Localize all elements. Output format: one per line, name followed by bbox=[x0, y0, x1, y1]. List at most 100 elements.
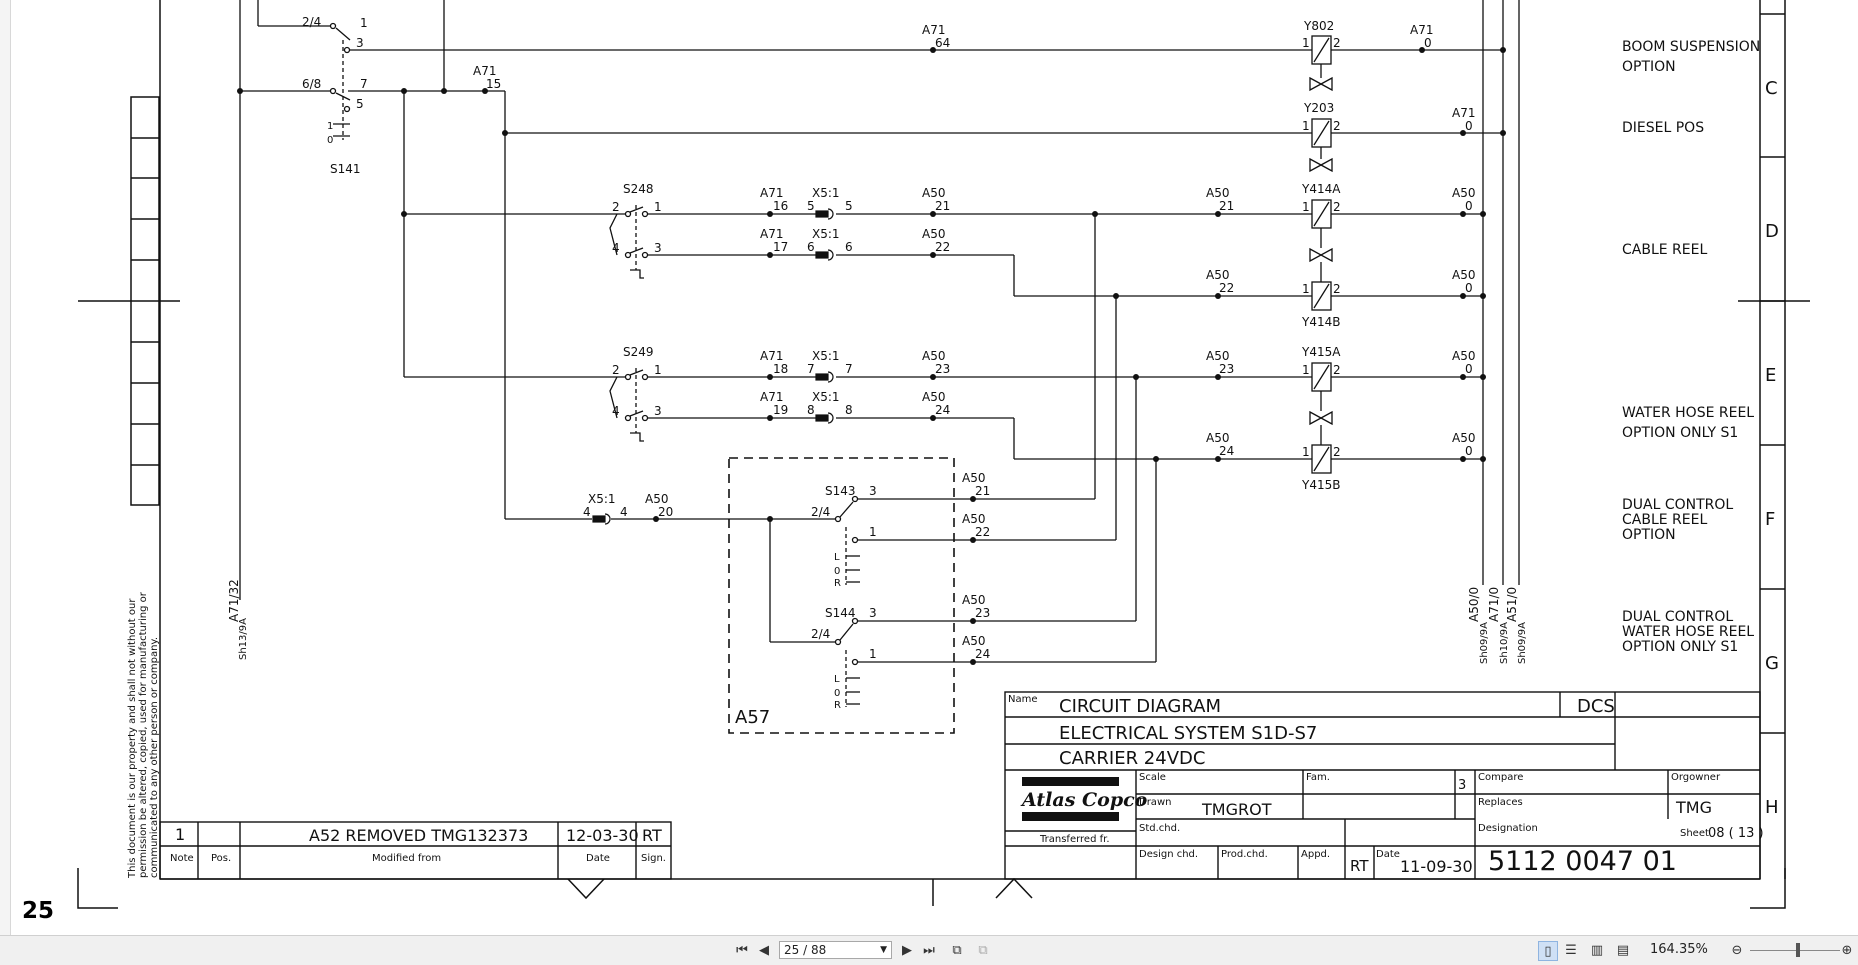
tb-drawn-value: TMGROT bbox=[1201, 800, 1272, 819]
tb-name-label: Name bbox=[1008, 694, 1038, 705]
tb-dcs: DCS bbox=[1577, 696, 1615, 717]
s143-pin-3: 3 bbox=[869, 484, 877, 498]
wire-a71-0-diesel-tag: A71 bbox=[1452, 106, 1475, 120]
wire-a71-16-tag: A71 bbox=[760, 186, 783, 200]
last-page-icon[interactable]: ⏭ bbox=[923, 942, 935, 958]
zoom-in-icon[interactable]: ⊕ bbox=[1841, 942, 1853, 958]
atlas-copco-logo: Atlas Copco bbox=[1020, 777, 1148, 821]
desc-boom-1: BOOM SUSPENSION bbox=[1622, 39, 1760, 55]
tb-title-1: CIRCUIT DIAGRAM bbox=[1059, 696, 1221, 717]
wire-a50-0-e3-number: 0 bbox=[1465, 444, 1473, 458]
row-letter-g: G bbox=[1765, 653, 1779, 674]
revision-note: 1 bbox=[175, 825, 185, 844]
wire-a50-21-tag: A50 bbox=[922, 186, 945, 200]
x51-label-8: X5:1 bbox=[812, 390, 840, 404]
single-page-view-icon[interactable]: ▯ bbox=[1538, 941, 1558, 961]
desc-dual-cable-2: CABLE REEL bbox=[1622, 512, 1707, 528]
tb-scale-label: Scale bbox=[1139, 772, 1166, 783]
page-number-field[interactable]: 25 / 88 ▼ bbox=[779, 941, 892, 959]
ref-sh13: Sh13/9A bbox=[238, 618, 249, 660]
x51-label-4: X5:1 bbox=[588, 492, 616, 506]
ref-sh09-b: Sh09/9A bbox=[1517, 622, 1528, 664]
s143-pos-l: L bbox=[834, 552, 840, 563]
continuous-view-icon[interactable]: ☰ bbox=[1565, 942, 1577, 958]
a57-out-22-number: 22 bbox=[975, 525, 990, 539]
left-panel-edge bbox=[0, 0, 11, 935]
revision-modified: A52 REMOVED TMG132373 bbox=[309, 826, 528, 845]
tb-title-2: ELECTRICAL SYSTEM S1D-S7 bbox=[1059, 723, 1317, 744]
wire-a50-21-number: 21 bbox=[935, 199, 950, 213]
s144-pin-1: 1 bbox=[869, 647, 877, 661]
s248-label: S248 bbox=[623, 182, 654, 196]
first-page-icon[interactable]: ⏮ bbox=[736, 942, 748, 958]
zoom-out-icon[interactable]: ⊖ bbox=[1731, 942, 1743, 958]
y203-pin-1: 1 bbox=[1302, 119, 1310, 133]
tb-prod-label: Prod.chd. bbox=[1221, 849, 1268, 860]
tb-orgowner-label: Orgowner bbox=[1671, 772, 1721, 783]
s141-term-68: 6/8 bbox=[302, 77, 321, 91]
y414b-pin-1: 1 bbox=[1302, 282, 1310, 296]
x51-pin-8-in: 8 bbox=[807, 403, 815, 417]
y203-pin-2: 2 bbox=[1333, 119, 1341, 133]
revision-hdr-date: Date bbox=[586, 853, 610, 864]
ref-a71-32: A71/32 bbox=[227, 579, 241, 622]
wire-a71-15-number: 15 bbox=[486, 77, 501, 91]
previous-page-icon[interactable]: ◀ bbox=[759, 942, 769, 958]
s249-pin-1: 1 bbox=[654, 363, 662, 377]
a57-out-21-number: 21 bbox=[975, 484, 990, 498]
tb-fam-value: 3 bbox=[1458, 778, 1466, 793]
s141-term-3: 3 bbox=[356, 36, 364, 50]
tb-fam-label: Fam. bbox=[1306, 772, 1330, 783]
copy-page-icon[interactable]: ⧉ bbox=[952, 942, 962, 958]
disclaimer-line-2: permission be altered, copied, used for … bbox=[138, 591, 149, 878]
s144-pos-0: 0 bbox=[834, 688, 840, 699]
tb-date-value: 11-09-30 bbox=[1400, 857, 1473, 876]
y414b-pin-2: 2 bbox=[1333, 282, 1341, 296]
s144-pin-3: 3 bbox=[869, 606, 877, 620]
disclaimer-line-3: communicated to any other person or comp… bbox=[149, 637, 160, 878]
s144-pos-r: R bbox=[834, 700, 841, 711]
x51-pin-6-out: 6 bbox=[845, 240, 853, 254]
zoom-slider-track[interactable] bbox=[1750, 950, 1840, 951]
zoom-level: 164.35% bbox=[1650, 942, 1708, 957]
tb-sheet-label: Sheet bbox=[1680, 828, 1709, 839]
wire-a71-64-tag: A71 bbox=[922, 23, 945, 37]
row-letter-f: F bbox=[1765, 509, 1775, 530]
a57-out-21-tag: A50 bbox=[962, 471, 985, 485]
revision-hdr-note: Note bbox=[170, 853, 194, 864]
y414b-label: Y414B bbox=[1301, 315, 1340, 329]
facing-view-icon[interactable]: ▥ bbox=[1590, 942, 1604, 958]
wire-a50-22-number: 22 bbox=[935, 240, 950, 254]
continuous-facing-view-icon[interactable]: ▤ bbox=[1616, 942, 1630, 958]
next-page-icon[interactable]: ▶ bbox=[902, 942, 912, 958]
s141-pos-0: 0 bbox=[327, 135, 333, 146]
x51-pin-7-in: 7 bbox=[807, 362, 815, 376]
wire-a71-64-number: 64 bbox=[935, 36, 950, 50]
paste-page-icon[interactable]: ⧉ bbox=[978, 942, 988, 958]
wire-a71-0-top-tag: A71 bbox=[1410, 23, 1433, 37]
zoom-slider-handle[interactable] bbox=[1796, 943, 1800, 957]
wire-a50-0-e1-number: 0 bbox=[1465, 362, 1473, 376]
s249-pin-3: 3 bbox=[654, 404, 662, 418]
wire-a71-0-diesel-number: 0 bbox=[1465, 119, 1473, 133]
page-field-value: 25 / 88 bbox=[784, 943, 827, 957]
y802-pin-2: 2 bbox=[1333, 36, 1341, 50]
y802-pin-1: 1 bbox=[1302, 36, 1310, 50]
wire-a50-0-d1-number: 0 bbox=[1465, 199, 1473, 213]
wire-a50-0-d3-tag: A50 bbox=[1452, 268, 1475, 282]
x51-pin-4-out: 4 bbox=[620, 505, 628, 519]
vertical-references: A71/32 Sh13/9A A50/0 Sh09/9A A71/0 Sh10/… bbox=[227, 579, 1528, 664]
desc-dual-cable-3: OPTION bbox=[1622, 527, 1676, 543]
chevron-down-icon[interactable]: ▼ bbox=[880, 945, 887, 955]
x51-pin-7-out: 7 bbox=[845, 362, 853, 376]
x51-label-6: X5:1 bbox=[812, 227, 840, 241]
s141-label: S141 bbox=[330, 162, 361, 176]
desc-dual-cable-1: DUAL CONTROL bbox=[1622, 497, 1733, 513]
ref-a50-0: A50/0 bbox=[1467, 587, 1481, 622]
circuit-diagram-sheet: C D E F G H bbox=[77, 0, 1810, 909]
y415b-pin-1: 1 bbox=[1302, 445, 1310, 459]
s248-pin-4: 4 bbox=[612, 241, 620, 255]
y414a-pin-1: 1 bbox=[1302, 200, 1310, 214]
revision-text: 1 A52 REMOVED TMG132373 12-03-30 RT Note… bbox=[170, 825, 666, 864]
desc-water-2: OPTION ONLY S1 bbox=[1622, 425, 1738, 441]
